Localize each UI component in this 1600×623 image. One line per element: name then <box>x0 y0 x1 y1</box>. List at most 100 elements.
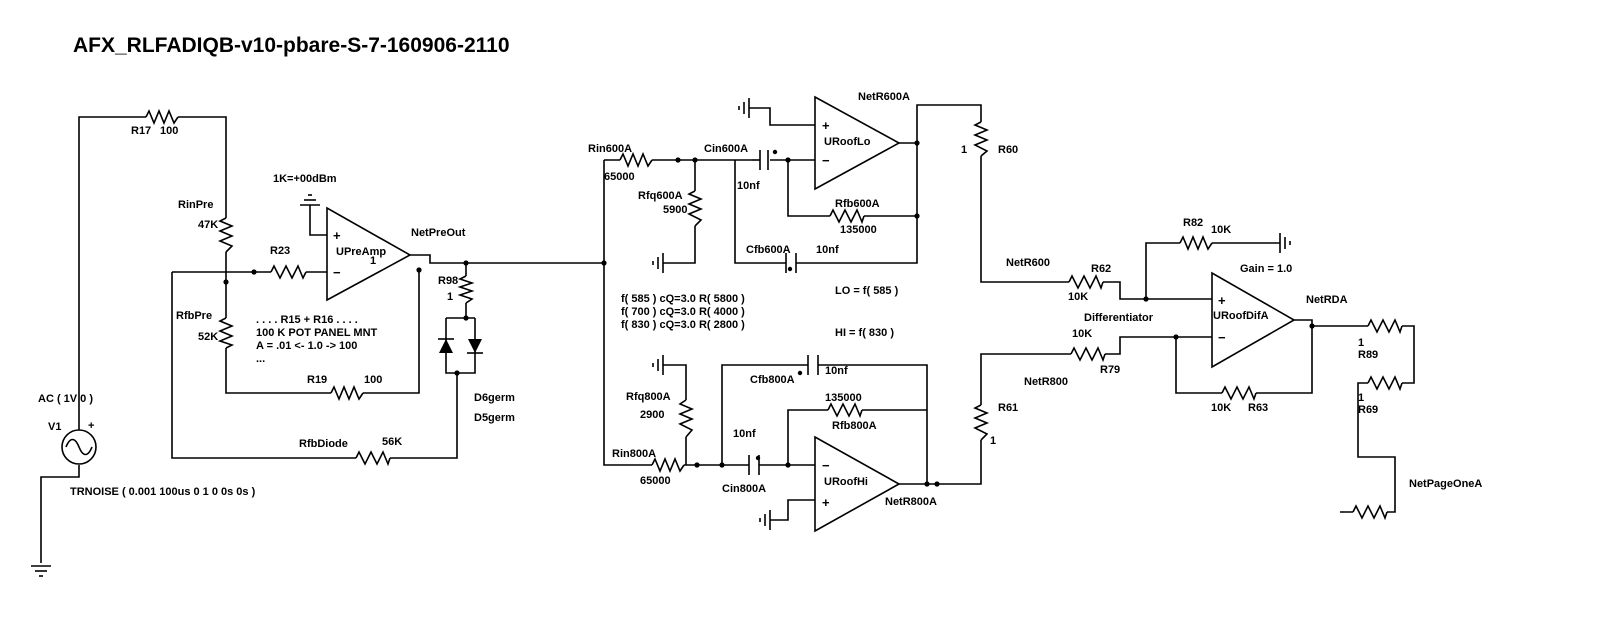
label-r69-value: 1 <box>1358 392 1364 404</box>
resistor-r23 <box>270 264 307 280</box>
resistor-r82 <box>1179 234 1213 252</box>
ground-main <box>31 565 51 577</box>
wire-r82 <box>1145 242 1280 299</box>
resistors <box>145 108 1403 521</box>
wire-diode-box <box>445 317 476 374</box>
junction-dot <box>416 267 422 273</box>
resistor-r61 <box>972 404 990 441</box>
label-cfb600a-ref: Cfb600A <box>746 244 791 256</box>
junction-dot <box>463 260 469 266</box>
wire-hi-out <box>899 336 1212 485</box>
wire-pre-junction <box>225 252 420 394</box>
junction-dot <box>223 279 229 285</box>
label-r19-value: 100 <box>364 374 382 386</box>
junction-dot <box>601 260 607 266</box>
label-formula-3: f( 830 ) cQ=3.0 R( 2800 ) <box>621 319 745 331</box>
label-pot-note-2: 100 K POT PANEL MNT <box>256 327 378 339</box>
label-trnoise: TRNOISE ( 0.001 100us 0 1 0 0s 0s ) <box>70 486 256 498</box>
wire-rfbdiode <box>171 272 458 459</box>
label-netr800a: NetR800A <box>885 496 937 508</box>
junction-dots <box>223 140 1315 487</box>
label-rinpre-ref: RinPre <box>178 199 213 211</box>
wire-rfq800 <box>663 364 687 465</box>
schematic-title: AFX_RLFADIQB-v10-pbare-S-7-160906-2110 <box>73 34 510 57</box>
label-cin600a-ref: Cin600A <box>704 143 748 155</box>
ground-r82 <box>1279 233 1291 253</box>
label-r82-value: 10K <box>1211 224 1231 236</box>
resistor-rin800a <box>651 456 685 474</box>
label-r62-value: 10K <box>1068 291 1088 303</box>
label-rin800a-value: 65000 <box>640 475 671 487</box>
opamp-plus-sign: + <box>822 118 830 133</box>
resistor-rinpre <box>217 217 235 253</box>
capacitors <box>748 149 819 475</box>
junction-dot <box>692 157 698 163</box>
opamp-plus-sign: + <box>1218 293 1226 308</box>
resistor-rfb600a <box>829 208 865 225</box>
label-r69-ref: R69 <box>1358 404 1378 416</box>
resistor-page <box>1352 504 1388 521</box>
label-rin600a-ref: Rin600A <box>588 143 632 155</box>
junction-dot <box>914 140 920 146</box>
ground-rfq800a <box>652 355 664 375</box>
label-formula-1: f( 585 ) cQ=3.0 R( 5800 ) <box>621 293 745 305</box>
resistor-rfbpre <box>217 317 235 349</box>
label-rfbpre-value: 52K <box>198 331 218 343</box>
resistor-r89 <box>1367 318 1403 335</box>
label-hi: HI = f( 830 ) <box>835 327 894 339</box>
label-netr600a: NetR600A <box>858 91 910 103</box>
label-v1: V1 <box>48 421 61 433</box>
label-rfq600a-value: 5900 <box>663 204 687 216</box>
label-d5germ: D5germ <box>474 412 515 424</box>
label-r98-ref: R98 <box>438 275 458 287</box>
opamp-minus-sign: − <box>1218 330 1226 345</box>
label-r79-value: 10K <box>1072 328 1092 340</box>
label-r60-ref: R60 <box>998 144 1018 156</box>
label-d6germ: D6germ <box>474 392 515 404</box>
resistor-r60 <box>972 121 990 157</box>
junction-dot <box>719 462 725 468</box>
label-formula-2: f( 700 ) cQ=3.0 R( 4000 ) <box>621 306 745 318</box>
label-rfq800a-value: 2900 <box>640 409 664 421</box>
opamp-ref-uroofdifa: URoofDifA <box>1213 310 1269 322</box>
wires <box>40 104 1415 563</box>
opamp-minus-sign: − <box>333 265 341 280</box>
wire-source-top <box>78 116 227 430</box>
wire-rfq600 <box>663 160 696 264</box>
resistor-r19 <box>330 384 364 402</box>
label-rfbdiode-ref: RfbDiode <box>299 438 348 450</box>
label-cfb600a-value: 10nf <box>816 244 839 256</box>
wire-source-bottom <box>40 465 80 563</box>
wire-preamp-out <box>410 254 604 264</box>
junction-dot <box>785 157 791 163</box>
label-r17-value: 100 <box>160 125 178 137</box>
opamp-ref-upreamp: UPreAmp <box>336 246 386 258</box>
junction-dot <box>1309 323 1315 329</box>
ground-rfq600a <box>652 253 664 273</box>
label-rfb800a-value: 135000 <box>825 392 862 404</box>
junction-dot <box>1173 334 1179 340</box>
label-netrda: NetRDA <box>1306 294 1348 306</box>
opamp-plus-sign: + <box>822 495 830 510</box>
label-rin800a-ref: Rin800A <box>612 448 656 460</box>
ground-lo-plus <box>738 98 750 118</box>
wire-lo-plus <box>749 107 815 126</box>
label-r61-ref: R61 <box>998 402 1018 414</box>
resistor-r17 <box>145 108 179 126</box>
label-r19-ref: R19 <box>307 374 327 386</box>
label-r63-ref: R63 <box>1248 402 1268 414</box>
diode-d6germ <box>438 338 454 353</box>
opamp-ref-uroofhi: URoofHi <box>824 476 868 488</box>
ac-source-v1: + <box>61 420 97 465</box>
junction-dot <box>463 315 469 321</box>
resistor-rfb800a <box>827 402 863 419</box>
ground-hi-plus <box>759 510 771 530</box>
label-r89-ref: R89 <box>1358 349 1378 361</box>
resistor-r79 <box>1070 346 1106 363</box>
wire-hi-plus <box>770 499 815 521</box>
resistor-r98 <box>457 275 475 304</box>
diode-d5germ <box>467 339 483 354</box>
label-cfb800a-ref: Cfb800A <box>750 374 795 386</box>
label-cin800a-ref: Cin800A <box>722 483 766 495</box>
